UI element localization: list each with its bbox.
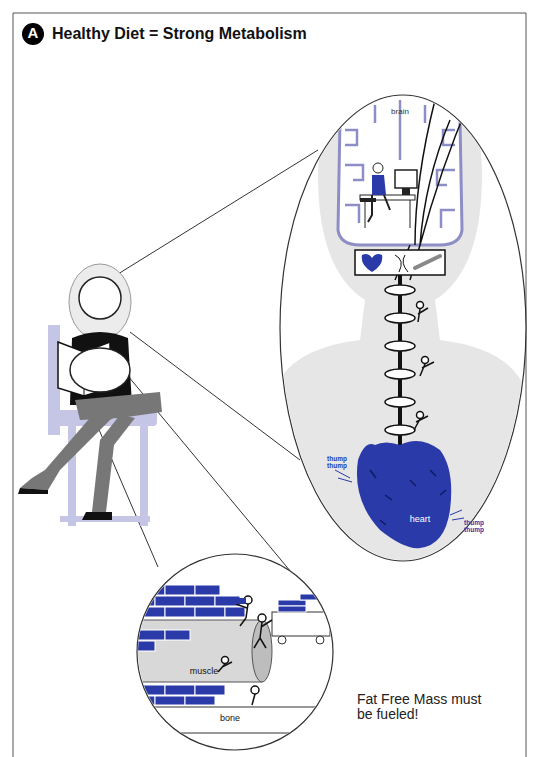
seated-person bbox=[18, 264, 162, 526]
badge-letter: A bbox=[28, 25, 39, 42]
organ-label: brain bbox=[391, 108, 409, 117]
sound-label: thump thump bbox=[326, 455, 348, 469]
note-text: Fat Free Mass must be fueled! bbox=[357, 692, 482, 723]
heart-shape bbox=[357, 441, 451, 548]
organ-label: heart bbox=[410, 515, 431, 525]
head-interior bbox=[270, 75, 530, 560]
tissue-label: bone bbox=[220, 714, 240, 724]
badge-circle bbox=[22, 23, 44, 45]
tissue-label: muscle bbox=[190, 667, 219, 677]
sound-label: thump thump bbox=[463, 519, 485, 533]
diagram-title: Healthy Diet = Strong Metabolism bbox=[52, 25, 307, 43]
muscle-interior bbox=[135, 585, 336, 733]
